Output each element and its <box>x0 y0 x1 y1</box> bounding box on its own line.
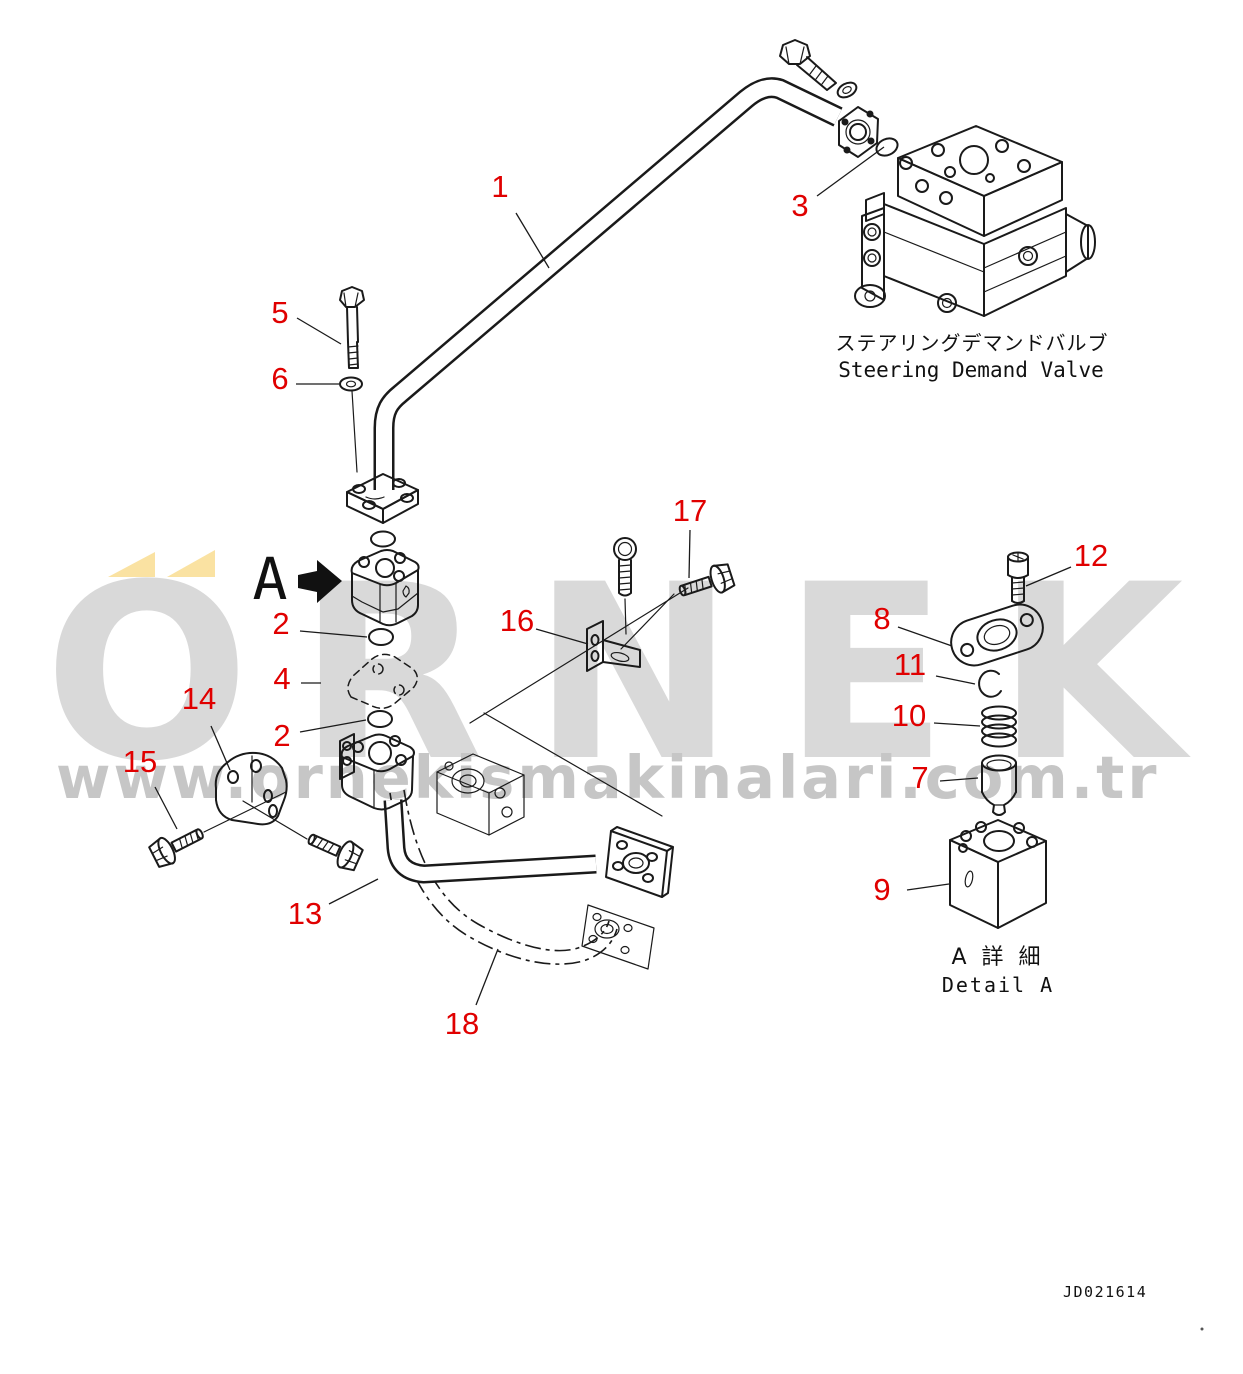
steering-demand-valve <box>854 125 1096 317</box>
watermark: ORNEK www.ornekismakinalari.com.tr <box>44 533 1231 815</box>
poppet-7 <box>981 754 1017 816</box>
assembly-centerlines <box>469 587 689 817</box>
spring-10 <box>981 705 1017 748</box>
callout-leader-12 <box>1025 566 1072 587</box>
valve-label-en: Steering Demand Valve <box>838 358 1104 382</box>
callout-number-15: 15 <box>123 744 157 779</box>
watermark-brand-text: ORNEK <box>44 533 1231 815</box>
callout-leader-17 <box>688 529 691 579</box>
callout-leader-15 <box>154 786 178 830</box>
drawing-number: JD021614 <box>1063 1283 1147 1301</box>
valve-label-jp: ステアリングデマンドバルブ <box>836 331 1109 355</box>
callout-leader-11 <box>935 675 976 685</box>
snap-ring-11 <box>978 669 1002 698</box>
callout-number-9: 9 <box>873 872 890 907</box>
callout-leader-7 <box>939 777 979 782</box>
callout-leader-10 <box>933 722 981 727</box>
flange-bolt-lower <box>242 800 365 874</box>
callout-number-11: 11 <box>894 647 926 682</box>
callout-number-4: 4 <box>273 661 290 696</box>
callout-number-18: 18 <box>445 1006 479 1041</box>
callout-number-2: 2 <box>272 606 289 641</box>
flange-bolt-17 <box>620 560 737 650</box>
callout-number-6: 6 <box>271 361 288 396</box>
stray-dot <box>1200 1327 1204 1331</box>
bolt-12 <box>1007 551 1029 604</box>
detail-a-label-jp: A 詳 細 <box>951 945 1044 970</box>
flange-bolt-15 <box>146 791 287 871</box>
callout-number-10: 10 <box>892 698 926 733</box>
elbow-block-13 <box>339 733 415 811</box>
callout-number-7: 7 <box>911 760 928 795</box>
bolt-5 <box>339 286 365 369</box>
watermark-accent-triangle-right <box>167 550 215 577</box>
watermark-accent-triangle-left <box>108 552 155 577</box>
callout-leader-5 <box>296 317 342 345</box>
adapter-block-a <box>350 549 420 627</box>
callout-number-2: 2 <box>273 718 290 753</box>
callout-leader-18 <box>475 948 499 1006</box>
callout-leader-2 <box>299 630 368 638</box>
callout-number-13: 13 <box>288 896 322 931</box>
callout-number-12: 12 <box>1074 538 1108 573</box>
watermark-url-text: www.ornekismakinalari.com.tr <box>56 743 1159 812</box>
tube18-end-flange-phantom <box>581 904 655 970</box>
torx-bolt <box>613 537 637 635</box>
callout-number-16: 16 <box>500 603 534 638</box>
view-a-arrow-icon <box>298 560 342 603</box>
bracket-16 <box>586 620 641 672</box>
o-ring-2a <box>368 628 394 646</box>
view-a-marker: A <box>253 545 342 613</box>
washer-6 <box>339 376 363 473</box>
callout-leader-16 <box>535 628 589 645</box>
callout-number-17: 17 <box>673 493 707 528</box>
callout-number-14: 14 <box>182 681 216 716</box>
tube-13 <box>383 799 597 884</box>
tube13-end-flange <box>605 826 674 898</box>
callout-leader-13 <box>328 878 379 905</box>
tube-1 <box>373 77 843 490</box>
gasket-4-dashed <box>347 653 418 709</box>
reference-valve-block <box>436 753 525 836</box>
tube1-bottom-flange <box>346 473 419 524</box>
bracket-14 <box>214 751 288 826</box>
callout-leader-3 <box>816 146 885 197</box>
callout-number-8: 8 <box>873 601 890 636</box>
o-ring-upper <box>370 530 396 548</box>
callout-number-1: 1 <box>491 169 508 204</box>
callout-leader-8 <box>897 626 953 647</box>
view-a-letter: A <box>253 545 288 613</box>
callout-leader-9 <box>906 883 950 891</box>
callout-leader-1 <box>515 212 550 269</box>
detail-a-label-en: Detail A <box>942 973 1054 997</box>
labels: ステアリングデマンドバルブ Steering Demand Valve A 詳 … <box>836 331 1204 1331</box>
callout-leader-2 <box>299 719 367 733</box>
callout-leader-14 <box>210 725 231 771</box>
tube1-valve-flange <box>838 106 879 158</box>
valve-bolt-washer <box>836 81 858 99</box>
flange-8 <box>950 603 1044 667</box>
o-ring-2b <box>367 710 393 728</box>
callout-number-5: 5 <box>271 295 288 330</box>
callout-number-3: 3 <box>791 188 808 223</box>
block-9 <box>949 819 1047 929</box>
valve-mounting-bolt <box>779 39 837 91</box>
